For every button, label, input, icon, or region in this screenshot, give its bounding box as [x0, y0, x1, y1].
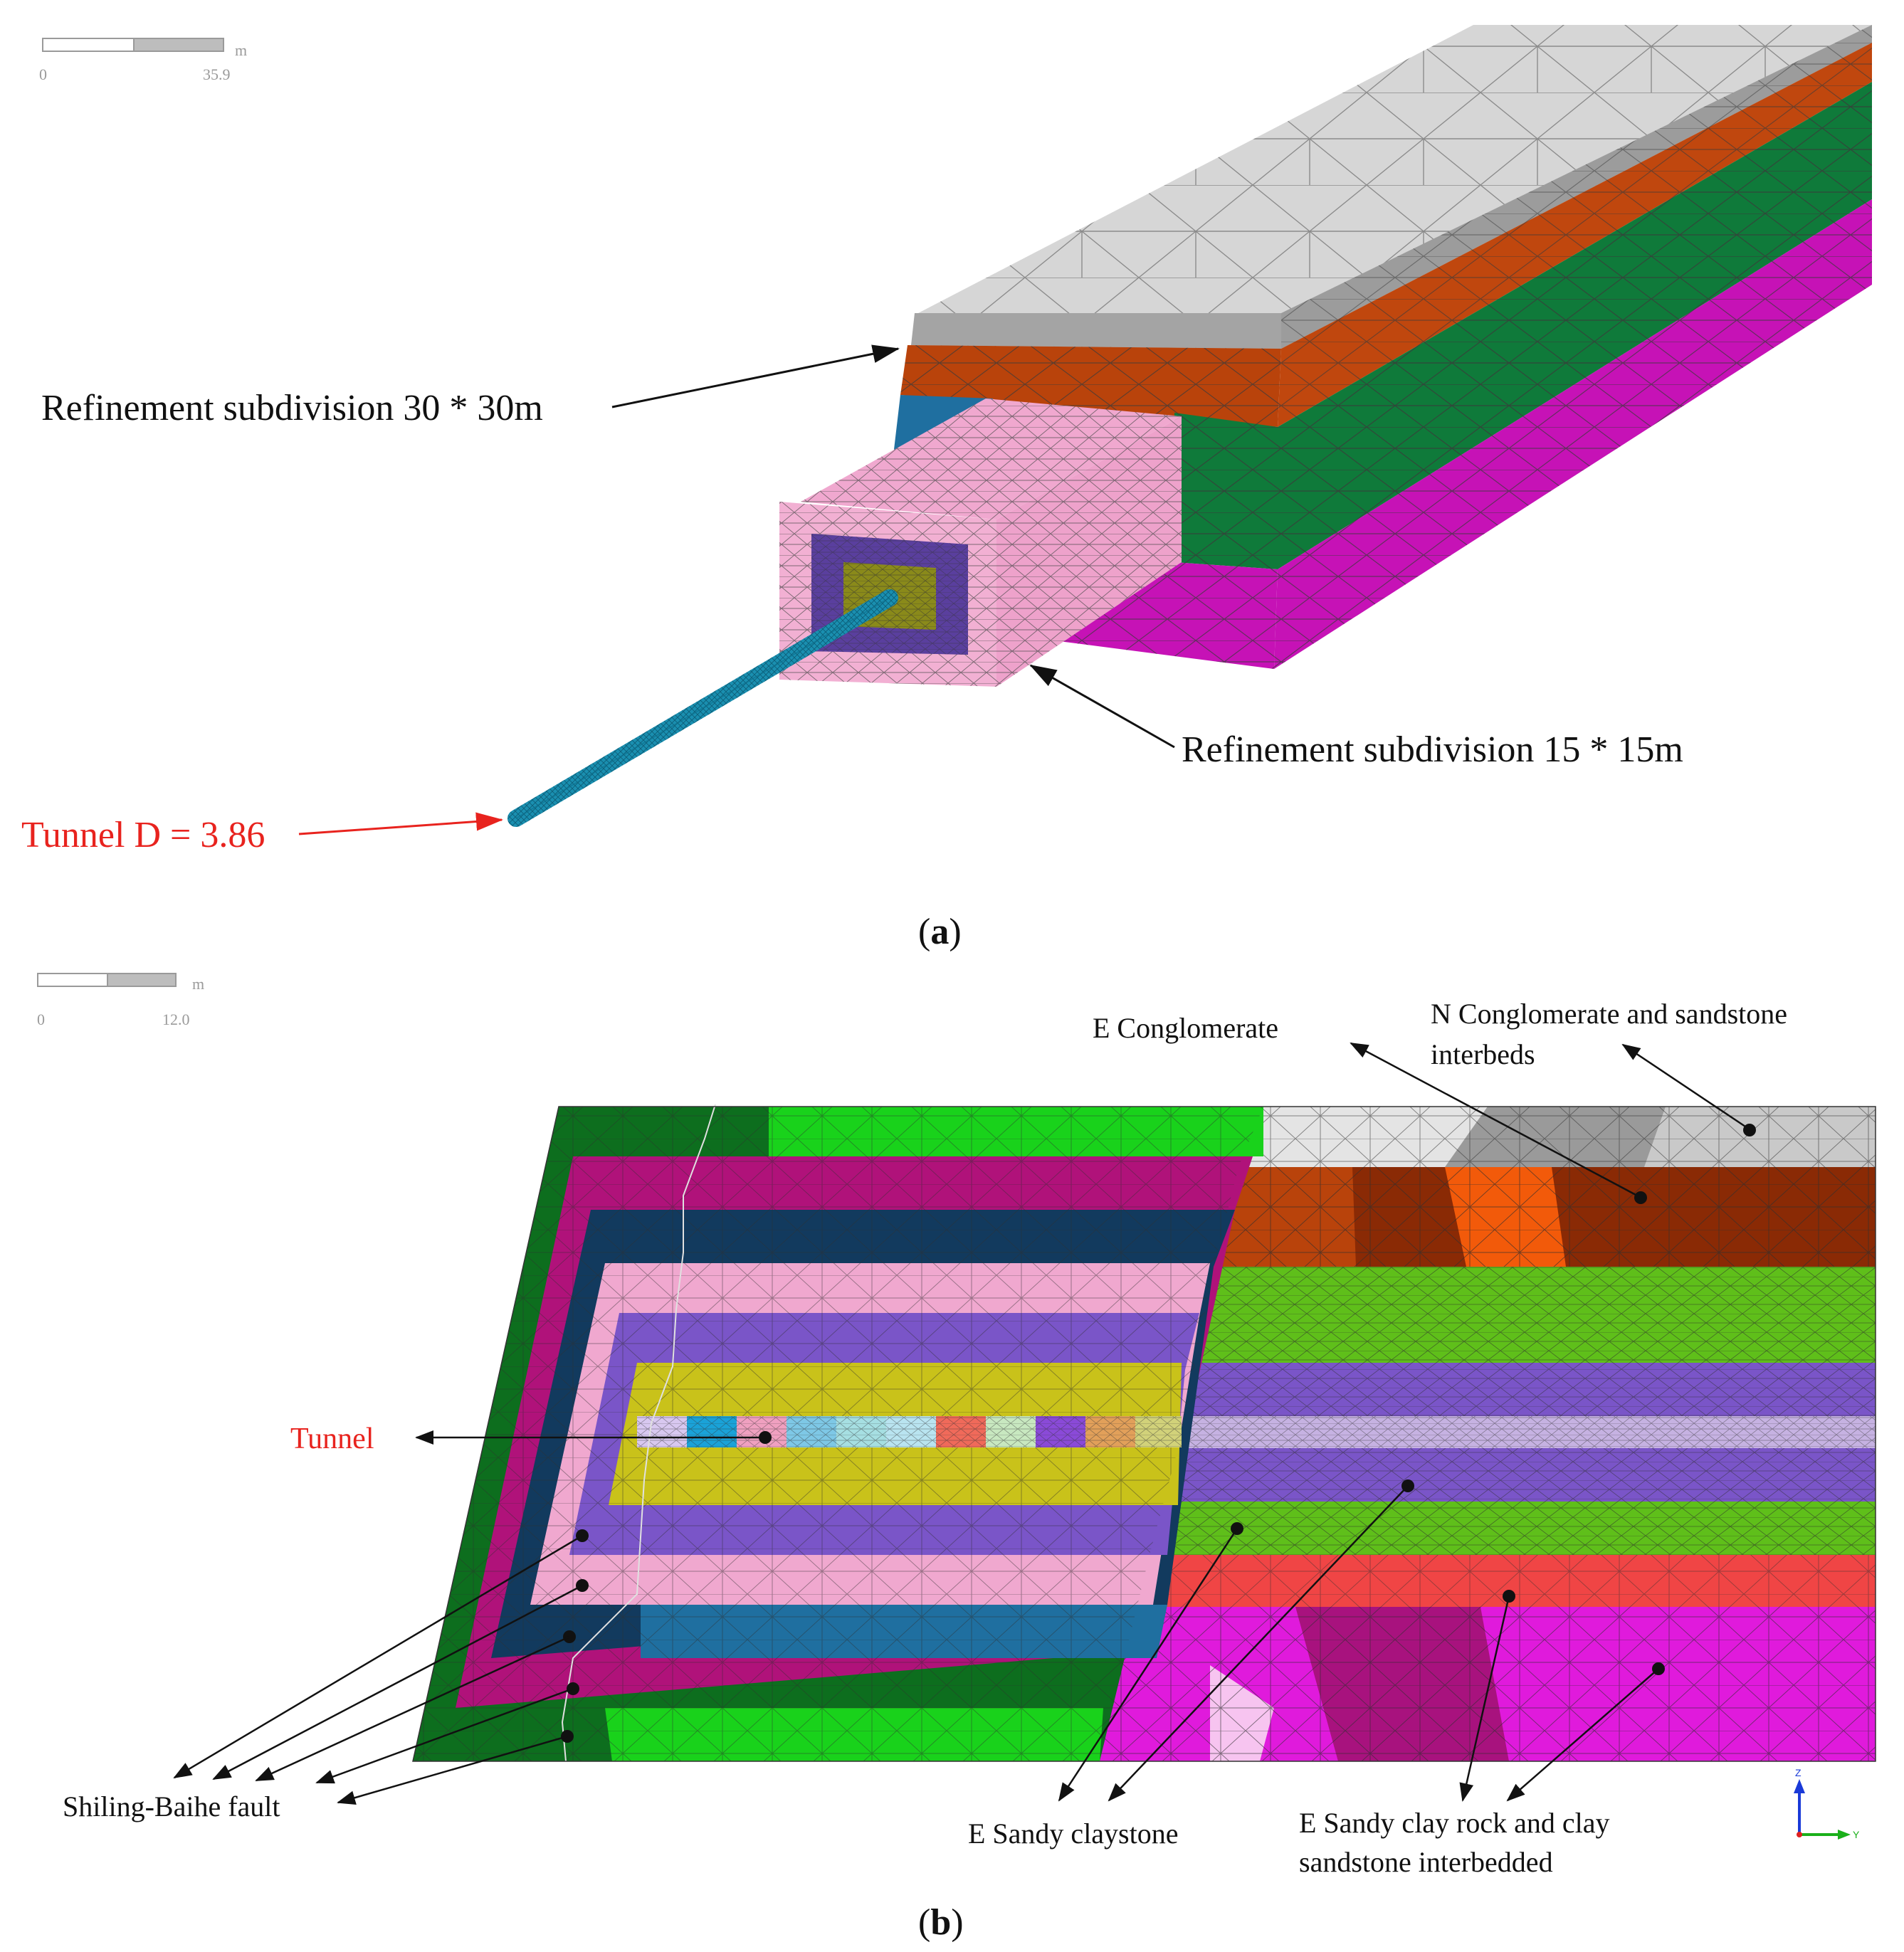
panel-a: m 0 35.9 — [21, 25, 1872, 952]
scale-bar-a: m 0 35.9 — [39, 38, 247, 83]
arrow-n-conglomerate — [1621, 1043, 1748, 1129]
magenta-band-side-mesh — [1274, 199, 1872, 669]
arrow-sandy-clay-rock-1 — [1459, 1595, 1510, 1802]
caption-b-letter: b — [930, 1902, 951, 1943]
label-fault: Shiling-Baihe fault — [63, 1790, 280, 1822]
layer-green-lower-mesh — [1150, 1502, 1876, 1555]
caption-a-close: ) — [949, 912, 961, 952]
layer-n-conglomerate-mesh — [1238, 1107, 1876, 1167]
arrow-sandy-claystone-1 — [1058, 1528, 1238, 1802]
caption-b-open: ( — [918, 1902, 930, 1943]
dot-tunnel-b — [759, 1431, 772, 1444]
right-strata — [1100, 1107, 1876, 1761]
panel-b: m 0 12.0 — [37, 973, 1876, 1943]
label-refinement-30: Refinement subdivision 30 * 30m — [41, 388, 543, 428]
caption-b-close: ) — [951, 1902, 963, 1943]
scale-bar-a-gray — [133, 38, 224, 52]
fault-trace-line — [561, 1104, 716, 1762]
scale-bar-b-white — [37, 973, 108, 987]
scale-bar-b-max: 12.0 — [162, 1011, 190, 1028]
layer-purple-upper-mesh — [1182, 1363, 1876, 1416]
arrow-fault-1 — [173, 1534, 583, 1779]
axis-z-head — [1794, 1779, 1805, 1793]
arrow-sandy-clay-rock-2 — [1506, 1668, 1659, 1802]
fault-arrows — [173, 1529, 589, 1805]
label-n-conglomerate-line1: N Conglomerate and sandstone — [1431, 998, 1787, 1030]
dot-e-conglomerate — [1634, 1191, 1647, 1204]
gray-band-front — [911, 313, 1281, 349]
arrow-fault-5 — [337, 1735, 568, 1805]
tunnel-seg-mesh — [637, 1416, 1182, 1447]
arrow-sandy-claystone-2 — [1108, 1485, 1409, 1802]
caption-a-letter: a — [930, 912, 949, 952]
label-sandy-clay-rock-line2: sandstone interbedded — [1299, 1846, 1553, 1878]
scale-bar-b-zero: 0 — [37, 1011, 45, 1028]
arrow-fault-4 — [315, 1687, 574, 1784]
pink-block-top-mesh — [801, 399, 1182, 519]
model-outline-b — [412, 1106, 1876, 1762]
label-tunnel-b: Tunnel — [290, 1423, 374, 1455]
scale-bar-a-zero: 0 — [39, 65, 47, 83]
magenta-band-front-mesh — [1053, 562, 1278, 669]
axis-origin — [1797, 1832, 1802, 1837]
scale-bar-a-unit: m — [235, 41, 247, 59]
axis-y-head — [1838, 1830, 1851, 1840]
scale-bar-b-gray — [107, 973, 177, 987]
label-refinement-15: Refinement subdivision 15 * 15m — [1182, 729, 1683, 770]
label-sandy-claystone: E Sandy claystone — [968, 1818, 1179, 1850]
label-n-conglomerate-line2: interbeds — [1431, 1038, 1535, 1070]
caption-a: (a) — [918, 912, 962, 952]
orange-band-front-mesh — [900, 345, 1281, 427]
scale-bar-a-max: 35.9 — [203, 65, 231, 83]
outer-model-block — [893, 25, 1872, 669]
green-band-front-mesh — [1174, 413, 1278, 569]
layer-tunnel-band-mesh — [1178, 1416, 1876, 1448]
arrow-refinement-30 — [611, 344, 900, 408]
fault-zones — [413, 1104, 1263, 1762]
label-sandy-clay-rock-line1: E Sandy clay rock and clay — [1299, 1807, 1610, 1839]
arrow-fault-3 — [255, 1635, 570, 1782]
axis-z-label: Z — [1795, 1767, 1802, 1778]
gray-band-side-mesh — [1281, 25, 1872, 349]
layer-hot-pink-mesh — [1100, 1607, 1876, 1761]
axis-triad: Z Y — [1794, 1767, 1860, 1840]
layer-e-conglomerate-mesh — [1214, 1167, 1876, 1267]
caption-a-open: ( — [918, 912, 930, 952]
arrow-fault-2 — [212, 1584, 583, 1780]
caption-b: (b) — [918, 1902, 964, 1943]
scale-bar-a-white — [42, 38, 135, 52]
pink-block-side-mesh — [996, 416, 1182, 687]
tunnel-segments — [637, 1416, 1182, 1447]
orange-band-side-mesh — [1278, 43, 1872, 427]
layer-green-upper-mesh — [1196, 1267, 1876, 1363]
scale-bar-b-unit: m — [192, 975, 204, 993]
tunnel-tube — [507, 589, 898, 827]
dot-n-conglomerate — [1743, 1124, 1756, 1136]
arrow-e-conglomerate — [1350, 1042, 1638, 1197]
layer-salmon-mesh — [1135, 1555, 1876, 1607]
scale-bar-b: m 0 12.0 — [37, 973, 204, 1028]
axis-y-label: Y — [1853, 1829, 1860, 1840]
label-e-conglomerate: E Conglomerate — [1093, 1012, 1278, 1044]
arrow-refinement-15 — [1029, 664, 1175, 749]
layer-purple-lower-mesh — [1160, 1448, 1876, 1502]
top-layer-face-mesh — [918, 25, 1872, 349]
label-tunnel-diameter: Tunnel D = 3.86 — [21, 815, 265, 855]
green-band-side-mesh — [1278, 82, 1872, 569]
arrow-tunnel-diameter — [298, 812, 503, 835]
